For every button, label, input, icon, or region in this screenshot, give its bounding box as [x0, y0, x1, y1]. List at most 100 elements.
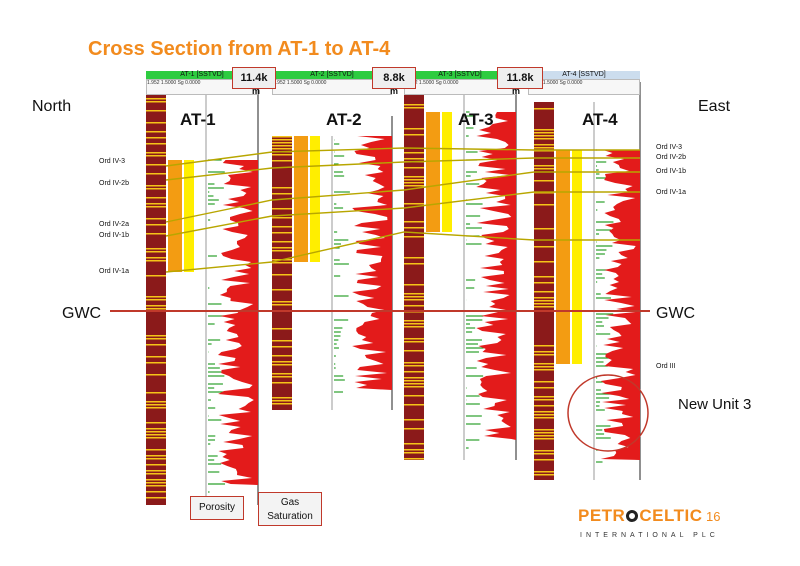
zone-label-ord-iv1a-left: Ord IV-1a	[99, 268, 129, 275]
lithology-band	[146, 437, 166, 439]
direction-north-label: North	[32, 98, 72, 115]
lithology-band	[404, 134, 424, 136]
lithology-band	[146, 338, 166, 340]
lithology-band	[272, 361, 292, 363]
lithology-band	[146, 305, 166, 307]
new-unit-circle	[567, 374, 649, 452]
well-header-at3: AT-3 [SSTVD]	[404, 71, 516, 79]
lithology-band	[272, 148, 292, 150]
lithology-band	[272, 139, 292, 141]
gwc-label-right: GWC	[656, 305, 696, 322]
lithology-band	[272, 142, 292, 144]
lithology-band	[272, 160, 292, 162]
lithology-band	[272, 232, 292, 234]
lithology-band	[146, 296, 166, 298]
lithology-band	[146, 497, 166, 499]
lithology-band	[534, 429, 554, 431]
lithology-band	[146, 482, 166, 484]
lithology-band	[146, 344, 166, 346]
lithology-band	[404, 341, 424, 343]
correlation-line	[165, 191, 640, 237]
lithology-band	[146, 173, 166, 175]
lithology-band	[404, 158, 424, 160]
lithology-band	[146, 464, 166, 466]
lithology-band	[534, 399, 554, 401]
lithology-band	[534, 291, 554, 293]
lithology-band	[404, 179, 424, 181]
lithology-band	[404, 386, 424, 388]
lithology-band	[534, 150, 554, 152]
lithology-band	[534, 129, 554, 131]
lithology-band	[146, 470, 166, 472]
lithology-band	[146, 224, 166, 226]
zone-column	[426, 112, 440, 232]
logo-text-b: CELTIC	[639, 506, 703, 525]
lithology-band	[404, 167, 424, 169]
lithology-band	[534, 453, 554, 455]
lithology-band	[146, 260, 166, 262]
direction-east-label: East	[698, 98, 731, 115]
lithology-band	[404, 128, 424, 130]
lithology-band	[404, 296, 424, 298]
lithology-band	[146, 407, 166, 409]
lithology-column	[146, 92, 166, 505]
lithology-band	[272, 340, 292, 342]
well-header-at2: AT-2 [SSTVD]	[272, 71, 392, 79]
well-name-at4: AT-4	[582, 110, 618, 129]
porosity-callout: Porosity	[190, 496, 244, 520]
lithology-band	[146, 401, 166, 403]
lithology-band	[534, 138, 554, 140]
lithology-band	[404, 371, 424, 373]
zone-column	[294, 136, 308, 262]
lithology-band	[146, 218, 166, 220]
lithology-band	[272, 274, 292, 276]
well-subheader-at4: 1.952 1.5000 Sg 0.0000	[528, 79, 640, 95]
lithology-band	[404, 383, 424, 385]
lithology-band	[404, 152, 424, 154]
lithology-band	[146, 122, 166, 124]
lithology-band	[534, 474, 554, 476]
correlation-line	[165, 157, 640, 181]
gas-saturation-callout: Gas Saturation	[258, 492, 322, 526]
lithology-band	[404, 182, 424, 184]
zone-label-ord-iii-right: Ord III	[656, 363, 676, 370]
lithology-band	[146, 155, 166, 157]
zone-subcolumn	[572, 150, 582, 364]
lithology-band	[272, 145, 292, 147]
lithology-band	[534, 438, 554, 440]
gwc-label-left: GWC	[62, 305, 102, 322]
lithology-band	[404, 236, 424, 238]
zone-label-ord-iv1b-right: Ord IV-1b	[656, 168, 686, 175]
lithology-band	[534, 165, 554, 167]
lithology-band	[272, 328, 292, 330]
zone-label-ord-iv3-left: Ord IV-3	[99, 158, 126, 165]
lithology-band	[534, 261, 554, 263]
lithology-band	[404, 404, 424, 406]
lithology-band	[146, 392, 166, 394]
well-header-at1: AT-1 [SSTVD]	[146, 71, 258, 79]
lithology-band	[146, 356, 166, 358]
lithology-band	[534, 471, 554, 473]
zone-label-ord-iv2a-left: Ord IV-2a	[99, 221, 129, 228]
lithology-band	[272, 376, 292, 378]
lithology-band	[146, 449, 166, 451]
lithology-band	[534, 396, 554, 398]
lithology-band	[534, 144, 554, 146]
lithology-band	[272, 403, 292, 405]
lithology-band	[404, 449, 424, 451]
lithology-band	[404, 443, 424, 445]
lithology-band	[534, 366, 554, 368]
m-label-at1: m	[252, 86, 261, 96]
m-label-at2: m	[390, 86, 399, 96]
lithology-band	[404, 380, 424, 382]
lithology-band	[272, 346, 292, 348]
logo-o-icon	[626, 510, 639, 522]
lithology-band	[146, 131, 166, 133]
correlation-line	[165, 147, 640, 167]
lithology-band	[146, 308, 166, 310]
lithology-band	[146, 491, 166, 493]
lithology-band	[146, 422, 166, 424]
lithology-band	[404, 305, 424, 307]
